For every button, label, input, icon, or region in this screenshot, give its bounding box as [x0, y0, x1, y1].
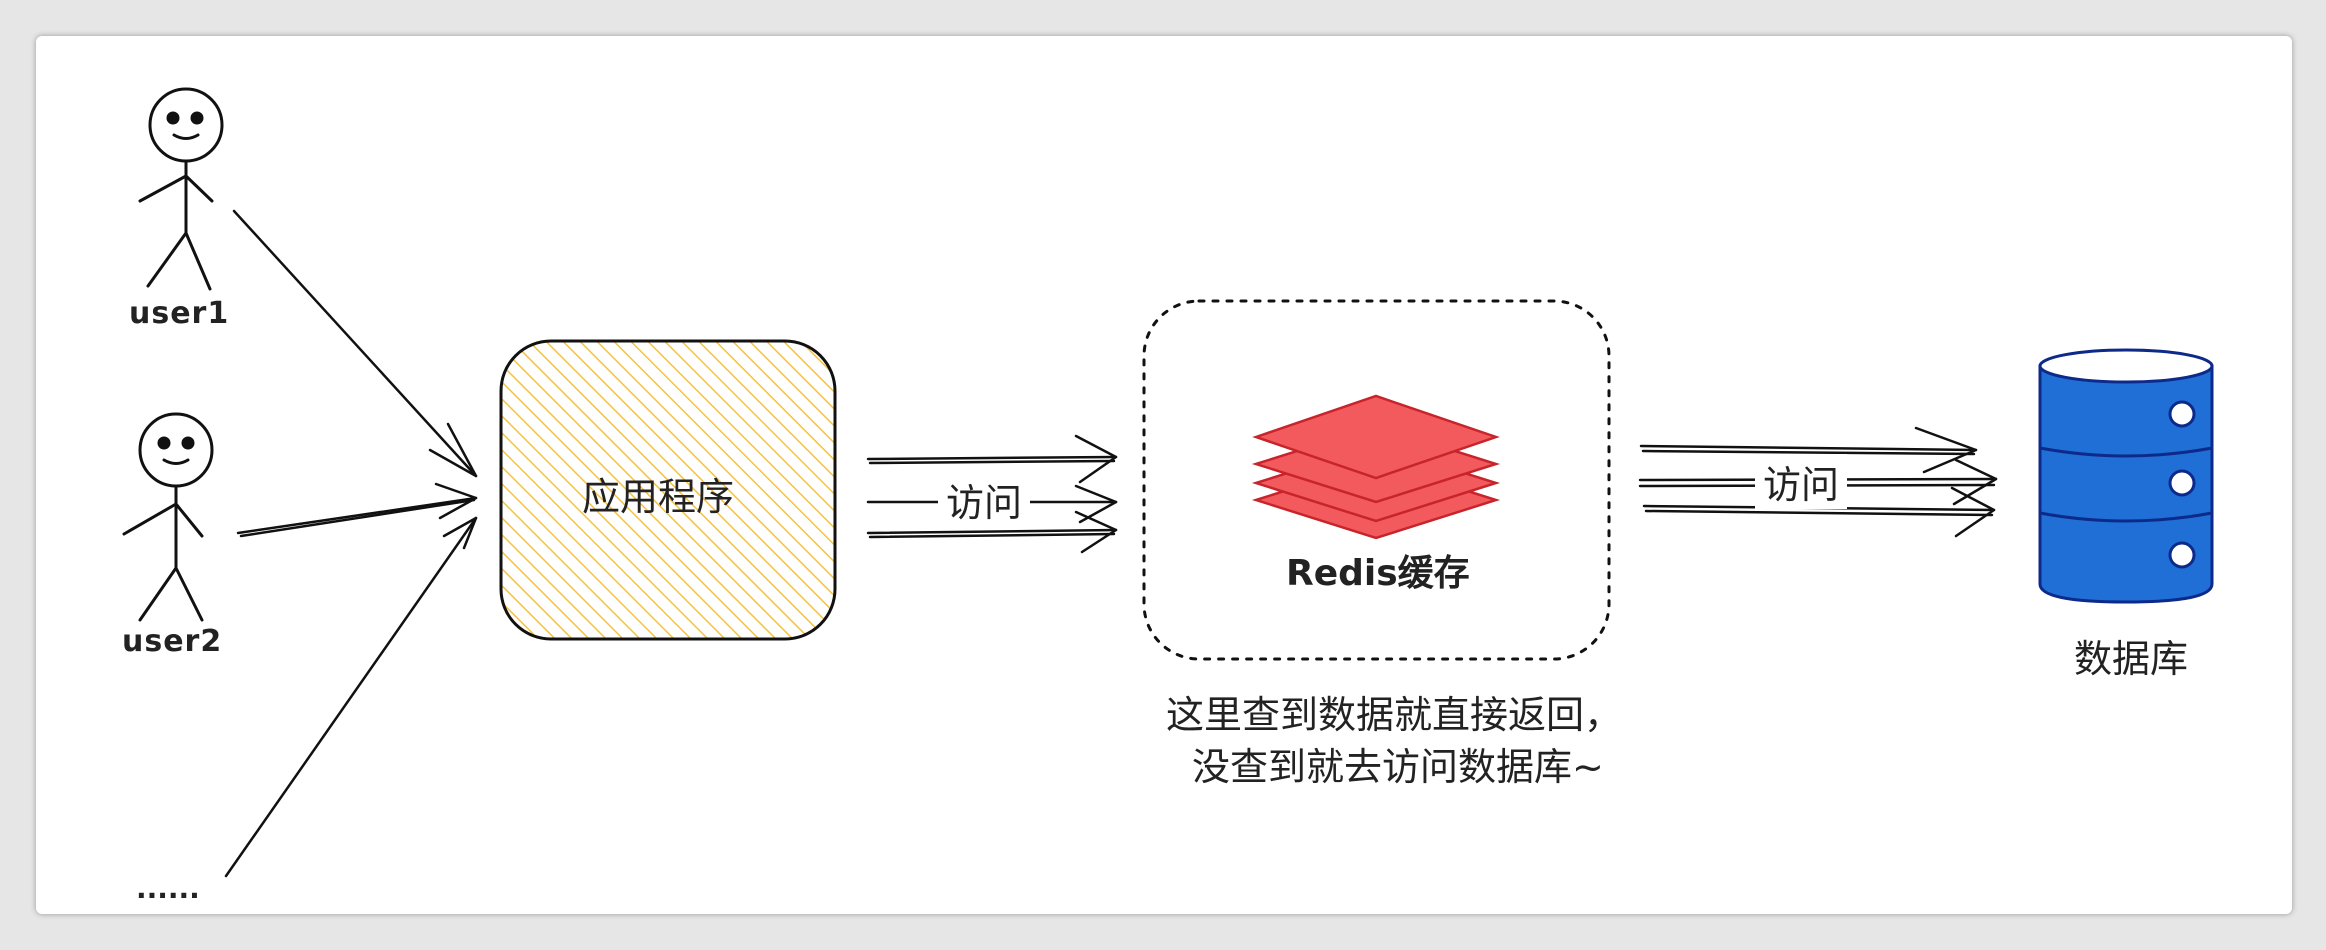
user1-label: user1 — [129, 296, 230, 331]
user1-figure — [138, 87, 224, 291]
diagram-canvas: user1 user2 ...... 应用程序 访问 Redis缓存 访问 数据… — [36, 36, 2292, 914]
redis-icon — [1251, 394, 1501, 540]
database-icon — [2038, 348, 2214, 604]
user2-label: user2 — [122, 624, 223, 659]
app-box-label: 应用程序 — [582, 475, 735, 519]
user-arrows — [224, 209, 478, 878]
app-box — [499, 339, 837, 641]
arrow-more-to-app — [224, 516, 478, 878]
database-label: 数据库 — [2074, 637, 2189, 681]
access-label-1: 访问 — [938, 472, 1031, 527]
access-label-2: 访问 — [1755, 454, 1848, 509]
redis-label: Redis缓存 — [1286, 553, 1470, 594]
note-line-1: 这里查到数据就直接返回， — [1166, 693, 1623, 737]
arrow-user1-to-app — [232, 209, 478, 478]
redis-container — [1142, 299, 1611, 661]
user2-figure — [122, 412, 214, 622]
more-users-label: ...... — [136, 872, 200, 905]
note-line-2: 没查到就去访问数据库~ — [1192, 745, 1604, 789]
diagram-svg — [122, 87, 2214, 878]
